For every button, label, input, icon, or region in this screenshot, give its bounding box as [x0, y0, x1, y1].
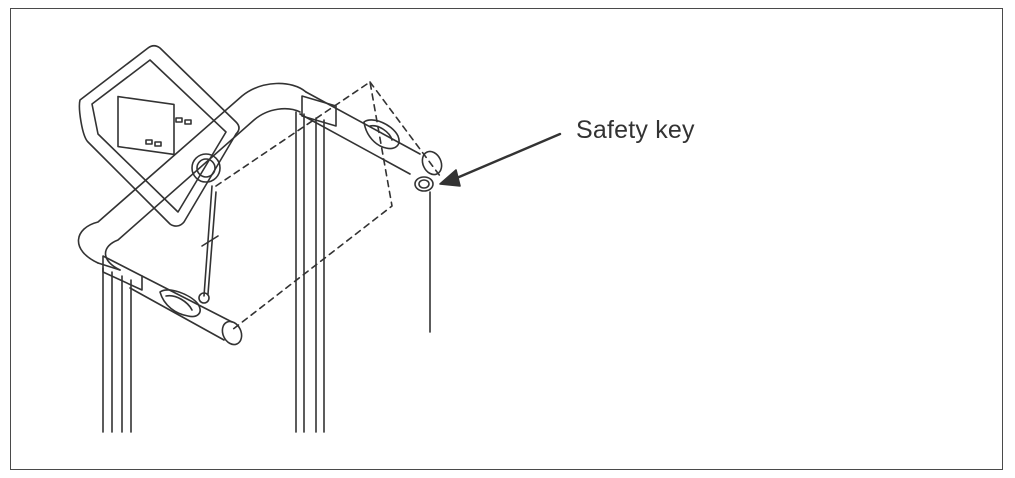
left-upright [102, 267, 132, 433]
right-grip [299, 91, 443, 176]
left-grip [129, 275, 243, 346]
console [78, 44, 240, 227]
arrow-left-pointer-icon [439, 132, 562, 187]
safety-key-holder [414, 176, 434, 333]
relocation-guide [215, 81, 441, 331]
right-upright [295, 111, 325, 433]
console-buttons [145, 117, 192, 147]
handlebar-frame [77, 82, 307, 291]
console-dial [191, 153, 221, 183]
safety-key-label: Safety key [576, 116, 695, 144]
console-display [117, 95, 175, 156]
safety-cord-left [198, 185, 219, 304]
